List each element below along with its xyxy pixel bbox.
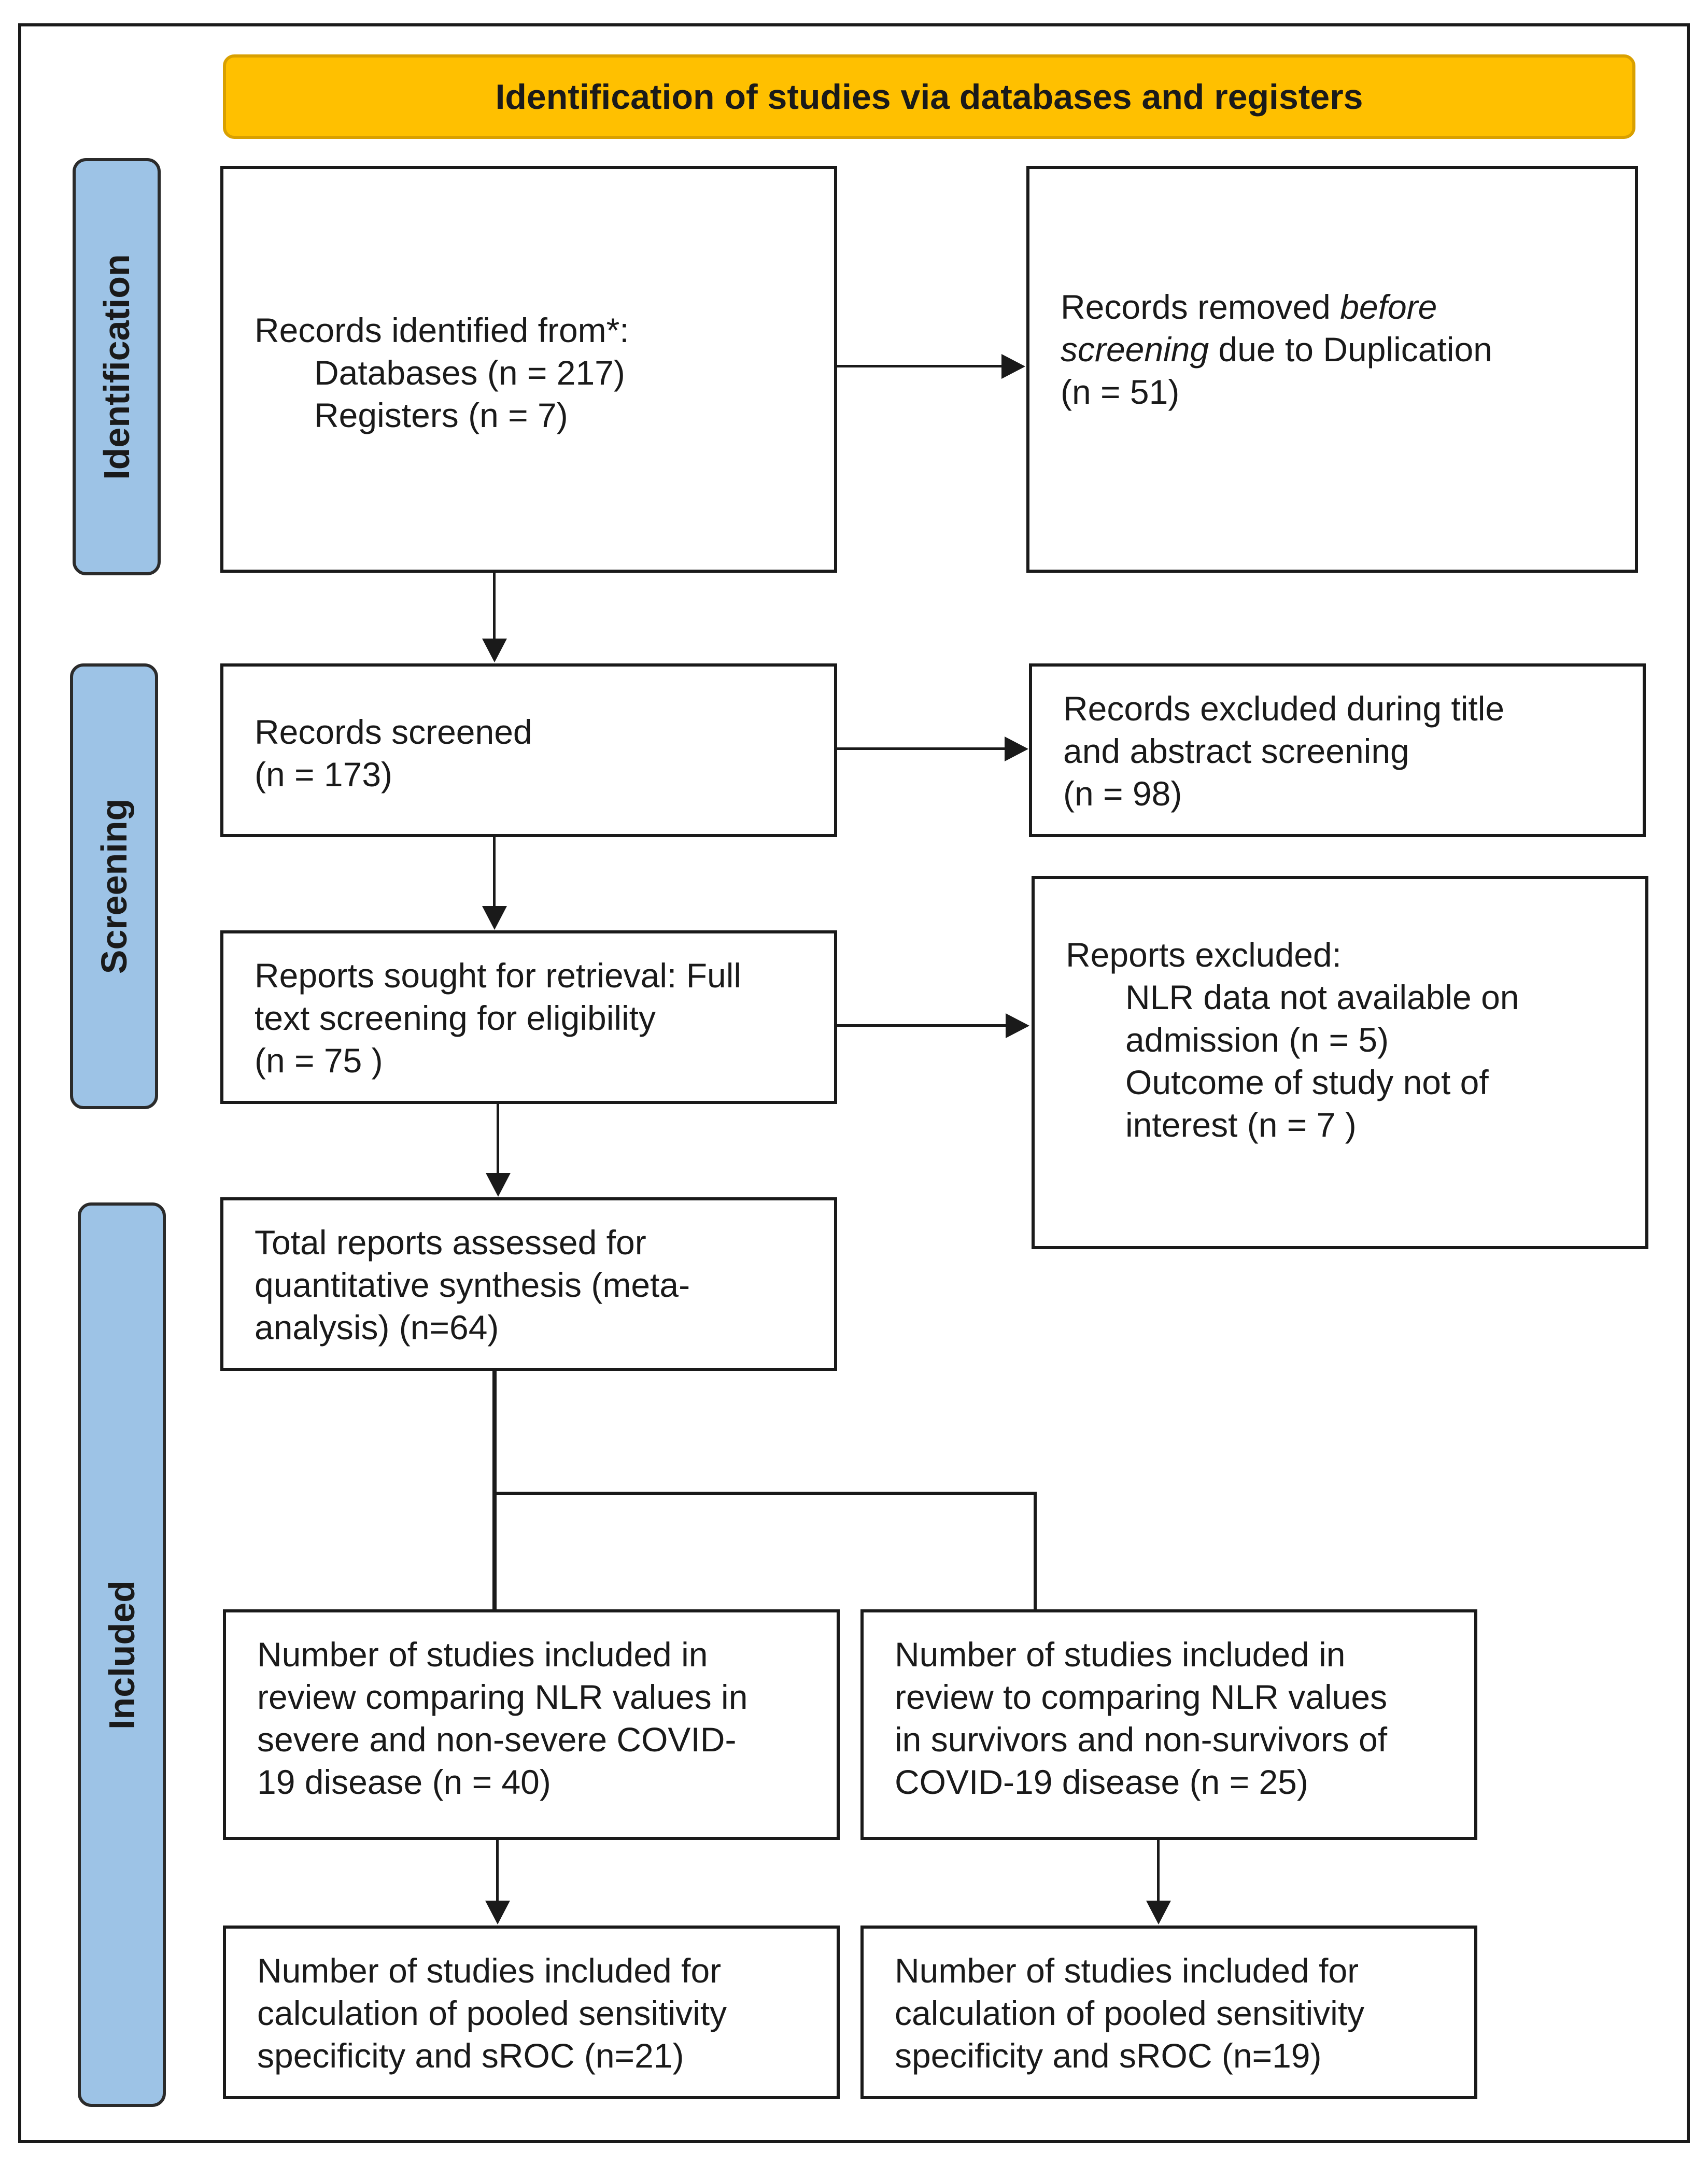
arrowhead-right xyxy=(1006,1013,1029,1038)
arrowhead-down xyxy=(482,906,507,930)
arrowhead-down xyxy=(485,1901,510,1924)
connector-line xyxy=(492,1492,1037,1495)
connector-line xyxy=(492,1371,497,1609)
records-excluded-count: (n = 98) xyxy=(1063,774,1182,813)
connector-line xyxy=(1157,1840,1160,1901)
survivor-review-line1: Number of studies included in xyxy=(895,1635,1346,1674)
records-identified-box: Records identified from*: Databases (n =… xyxy=(220,166,837,573)
connector-line xyxy=(496,1840,499,1901)
connector-line xyxy=(837,1024,1006,1027)
survivor-pooled-line3: specificity and sROC (n=19) xyxy=(895,2036,1322,2075)
records-removed-count: (n = 51) xyxy=(1061,373,1180,411)
severe-review-line3: severe and non-severe COVID- xyxy=(257,1720,737,1759)
severe-review-line2: review comparing NLR values in xyxy=(257,1678,748,1716)
records-removed-line1a: Records removed xyxy=(1061,288,1340,326)
records-removed-box: Records removed before screening due to … xyxy=(1026,166,1638,573)
total-reports-line1: Total reports assessed for xyxy=(255,1223,646,1262)
severe-pooled-line3: specificity and sROC (n=21) xyxy=(257,2036,684,2075)
records-removed-line2a: screening xyxy=(1061,330,1209,369)
reports-excluded-line4: Outcome of study not of xyxy=(1125,1063,1489,1101)
severe-review-box: Number of studies included in review com… xyxy=(223,1609,840,1840)
records-excluded-line1: Records excluded during title xyxy=(1063,689,1505,728)
arrowhead-right xyxy=(1001,354,1025,379)
severe-pooled-line2: calculation of pooled sensitivity xyxy=(257,1994,727,2032)
phase-included: Included xyxy=(78,1202,166,2107)
survivor-review-line3: in survivors and non-survivors of xyxy=(895,1720,1388,1759)
records-identified-registers: Registers (n = 7) xyxy=(314,396,568,434)
records-identified-line1: Records identified from*: xyxy=(255,311,629,349)
severe-pooled-box: Number of studies included for calculati… xyxy=(223,1926,840,2099)
phase-screening: Screening xyxy=(70,663,158,1109)
total-reports-box: Total reports assessed for quantitative … xyxy=(220,1197,837,1371)
total-reports-line3: analysis) (n=64) xyxy=(255,1308,499,1347)
survivor-pooled-line2: calculation of pooled sensitivity xyxy=(895,1994,1365,2032)
connector-line xyxy=(493,837,496,907)
reports-excluded-box: Reports excluded: NLR data not available… xyxy=(1032,876,1648,1249)
arrowhead-down xyxy=(1146,1901,1171,1924)
records-screened-count: (n = 173) xyxy=(255,755,392,794)
records-removed-line2b: due to Duplication xyxy=(1209,330,1492,369)
survivor-pooled-line1: Number of studies included for xyxy=(895,1951,1359,1990)
severe-pooled-line1: Number of studies included for xyxy=(257,1951,722,1990)
header-banner: Identification of studies via databases … xyxy=(223,54,1635,139)
phase-screening-label: Screening xyxy=(94,798,134,974)
records-excluded-line2: and abstract screening xyxy=(1063,732,1409,770)
reports-sought-count: (n = 75 ) xyxy=(255,1041,383,1080)
reports-excluded-line1: Reports excluded: xyxy=(1066,936,1342,974)
reports-excluded-line3: admission (n = 5) xyxy=(1125,1021,1389,1059)
connector-line xyxy=(837,747,1006,750)
records-screened-box: Records screened (n = 173) xyxy=(220,663,837,837)
connector-line xyxy=(497,1104,499,1174)
phase-included-label: Included xyxy=(102,1580,142,1730)
reports-sought-line1: Reports sought for retrieval: Full xyxy=(255,956,742,995)
records-excluded-box: Records excluded during title and abstra… xyxy=(1029,663,1646,837)
reports-excluded-line2: NLR data not available on xyxy=(1125,978,1519,1016)
arrowhead-down xyxy=(482,639,507,662)
header-title: Identification of studies via databases … xyxy=(495,77,1363,117)
total-reports-line2: quantitative synthesis (meta- xyxy=(255,1266,690,1304)
phase-identification-label: Identification xyxy=(96,253,137,480)
survivor-review-line4: COVID-19 disease (n = 25) xyxy=(895,1763,1308,1801)
arrowhead-right xyxy=(1005,737,1028,761)
reports-sought-box: Reports sought for retrieval: Full text … xyxy=(220,930,837,1104)
connector-line xyxy=(493,573,496,640)
reports-excluded-line5: interest (n = 7 ) xyxy=(1125,1106,1357,1144)
arrowhead-down xyxy=(486,1173,511,1197)
connector-line xyxy=(1034,1492,1037,1609)
records-removed-line1b: before xyxy=(1340,288,1437,326)
diagram-frame xyxy=(18,23,1690,2143)
records-identified-databases: Databases (n = 217) xyxy=(314,353,625,392)
severe-review-line1: Number of studies included in xyxy=(257,1635,708,1674)
survivor-pooled-box: Number of studies included for calculati… xyxy=(860,1926,1477,2099)
survivor-review-box: Number of studies included in review to … xyxy=(860,1609,1477,1840)
survivor-review-line2: review to comparing NLR values xyxy=(895,1678,1388,1716)
connector-line xyxy=(837,365,1003,367)
severe-review-line4: 19 disease (n = 40) xyxy=(257,1763,551,1801)
phase-identification: Identification xyxy=(73,158,161,575)
reports-sought-line2: text screening for eligibility xyxy=(255,999,656,1037)
records-screened-line1: Records screened xyxy=(255,713,532,751)
